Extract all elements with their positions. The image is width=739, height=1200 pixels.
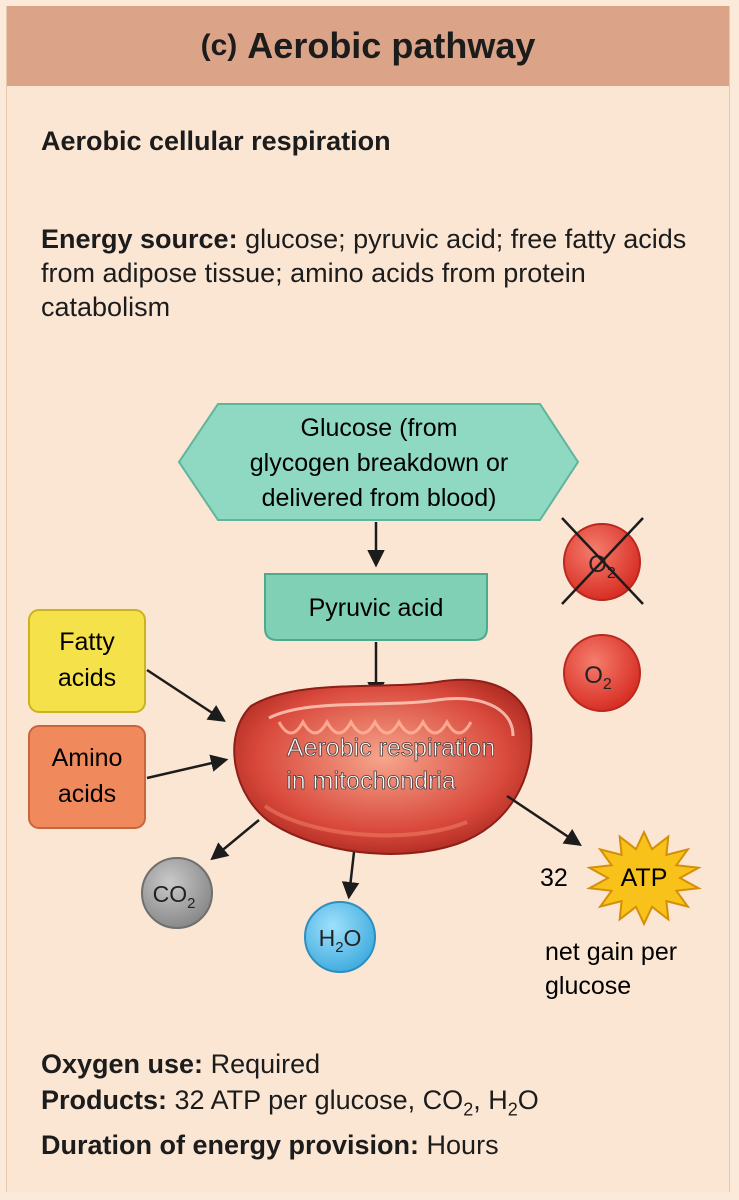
duration-row: Duration of energy provision: Hours bbox=[41, 1127, 539, 1163]
h2o-sub: 2 bbox=[335, 939, 343, 956]
duration-value: Hours bbox=[426, 1130, 499, 1161]
oxygen-crossed: O2 bbox=[561, 517, 644, 605]
o2-sub: 2 bbox=[603, 676, 612, 693]
net-gain-line1: net gain per bbox=[545, 938, 677, 966]
mito-text-line2: in mitochondria bbox=[286, 767, 456, 795]
panel-title: Aerobic pathway bbox=[247, 25, 536, 66]
arrow-mito-co2 bbox=[210, 819, 260, 861]
products-mid: , H bbox=[473, 1085, 508, 1115]
oxygen-use-row: Oxygen use: Required bbox=[41, 1046, 539, 1082]
subtitle: Aerobic cellular respiration bbox=[41, 126, 391, 156]
atp-burst: 32 ATP bbox=[540, 829, 702, 927]
duration-label: Duration of energy provision: bbox=[41, 1130, 420, 1161]
aerobic-pathway-panel: (c) Aerobic pathway Aerobic cellular res… bbox=[6, 6, 730, 1192]
fatty-acids-line2: acids bbox=[58, 664, 116, 692]
panel-label: (c) bbox=[200, 29, 238, 62]
amino-acids-box: Amino acids bbox=[28, 725, 146, 829]
pyruvic-acid-label: Pyruvic acid bbox=[309, 594, 444, 622]
oxygen-use-label: Oxygen use: bbox=[41, 1049, 204, 1079]
arrow-mito-h2o bbox=[341, 851, 360, 900]
co2-molecule: CO2 bbox=[141, 857, 213, 929]
mitochondrion: Aerobic respiration in mitochondria bbox=[233, 678, 533, 855]
svg-text:O2: O2 bbox=[584, 662, 612, 693]
energy-source-label: Energy source: bbox=[41, 224, 238, 254]
products-label: Products: bbox=[41, 1085, 168, 1115]
glucose-text-line3: delivered from blood) bbox=[262, 484, 497, 512]
svg-text:CO2: CO2 bbox=[153, 881, 196, 912]
energy-source: Energy source: glucose; pyruvic acid; fr… bbox=[41, 222, 701, 324]
atp-star-icon bbox=[586, 829, 702, 927]
h2o-molecule: H2O bbox=[304, 901, 376, 973]
glucose-text-line2: glycogen breakdown or bbox=[250, 449, 509, 477]
h2o-post: O bbox=[344, 925, 362, 951]
glucose-box: Glucose (from glycogen breakdown or deli… bbox=[177, 403, 580, 521]
amino-acids-line2: acids bbox=[58, 780, 116, 808]
products-end: O bbox=[517, 1085, 539, 1115]
net-gain-line2: glucose bbox=[545, 972, 631, 1000]
panel-header: (c) Aerobic pathway bbox=[7, 6, 729, 86]
svg-text:H2O: H2O bbox=[319, 925, 362, 956]
atp-label: ATP bbox=[621, 864, 668, 892]
o2-main: O bbox=[584, 662, 603, 689]
arrow-mito-atp bbox=[506, 794, 582, 846]
pathway-diagram: Glucose (from glycogen breakdown or deli… bbox=[28, 403, 702, 1000]
arrow-fatty-mito bbox=[146, 668, 226, 722]
amino-acids-line1: Amino bbox=[52, 744, 123, 772]
atp-count: 32 bbox=[540, 864, 568, 892]
arrow-amino-mito bbox=[146, 754, 229, 780]
glucose-text-line1: Glucose (from bbox=[301, 414, 458, 442]
h2o-pre: H bbox=[319, 925, 336, 951]
pyruvic-acid-box: Pyruvic acid bbox=[264, 573, 488, 641]
mito-text-line1: Aerobic respiration bbox=[287, 734, 495, 762]
energy-source-text: glucose; pyruvic acid; free fatty acids … bbox=[41, 224, 687, 322]
co2-main: CO bbox=[153, 881, 188, 907]
products-value: 32 ATP per glucose, CO bbox=[174, 1085, 464, 1115]
products-row: Products: 32 ATP per glucose, CO2, H2O bbox=[41, 1082, 539, 1127]
products-sub2: 2 bbox=[507, 1099, 518, 1120]
o2-crossed-sub: 2 bbox=[607, 565, 616, 582]
products-sub1: 2 bbox=[463, 1099, 474, 1120]
fatty-acids-line1: Fatty bbox=[59, 628, 115, 656]
oxygen-molecule: O2 bbox=[563, 634, 641, 712]
summary-footer: Oxygen use: Required Products: 32 ATP pe… bbox=[41, 1046, 539, 1163]
oxygen-use-value: Required bbox=[210, 1049, 321, 1079]
fatty-acids-box: Fatty acids bbox=[28, 609, 146, 713]
co2-sub: 2 bbox=[187, 895, 195, 912]
